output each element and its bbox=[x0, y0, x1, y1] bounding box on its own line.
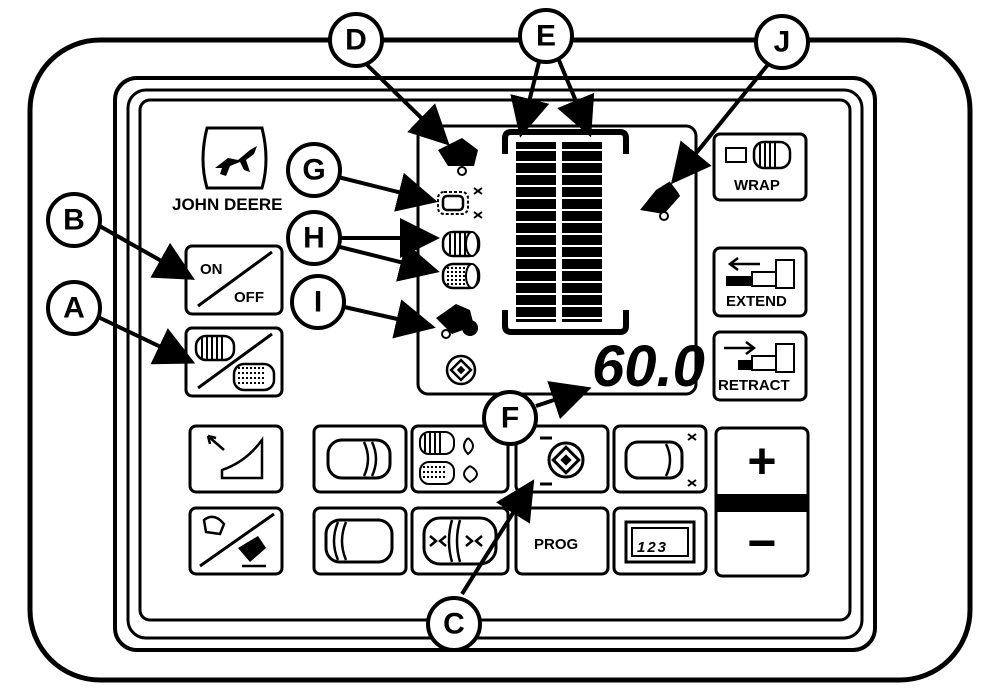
minus-button[interactable]: − bbox=[716, 512, 808, 576]
svg-text:I: I bbox=[314, 286, 322, 319]
minus-label: − bbox=[747, 515, 776, 571]
bale-counter-button[interactable]: 123 bbox=[612, 506, 708, 576]
callout-j: J bbox=[754, 14, 810, 70]
bale-type-select-button[interactable] bbox=[184, 326, 284, 398]
john-deere-logo: JOHN DEERE bbox=[172, 126, 283, 214]
svg-text:J: J bbox=[774, 26, 791, 59]
svg-text:A: A bbox=[63, 292, 85, 325]
callout-c: C bbox=[426, 596, 482, 652]
callout-i: I bbox=[290, 274, 346, 330]
faceplate bbox=[138, 98, 852, 622]
callout-leaders bbox=[95, 57, 772, 596]
bale-size-button[interactable] bbox=[312, 424, 408, 494]
counter-label: 123 bbox=[637, 539, 668, 556]
prog-button[interactable]: PROG bbox=[514, 506, 610, 576]
wrap-label: WRAP bbox=[734, 177, 780, 194]
menu-select-button[interactable] bbox=[514, 424, 610, 494]
wrap-button[interactable]: WRAP bbox=[712, 132, 808, 202]
tailgate-adjust-button[interactable] bbox=[188, 424, 284, 494]
extend-button[interactable]: EXTEND bbox=[712, 246, 808, 318]
retract-label: RETRACT bbox=[718, 377, 790, 394]
off-label: OFF bbox=[234, 289, 264, 306]
retract-button[interactable]: RETRACT bbox=[712, 330, 808, 402]
left-bale-bar bbox=[516, 142, 556, 322]
callout-h: H bbox=[286, 210, 342, 266]
tailgate-icon bbox=[640, 179, 683, 221]
wrap-count-button[interactable] bbox=[410, 424, 510, 494]
callout-a: A bbox=[46, 280, 102, 336]
callout-g: G bbox=[286, 142, 342, 198]
callout-d: D bbox=[328, 12, 384, 68]
housing-inner-bezel bbox=[126, 88, 864, 640]
twine-wrap-bale-icon bbox=[441, 262, 481, 290]
svg-text:C: C bbox=[443, 608, 465, 641]
deer-icon bbox=[201, 126, 268, 190]
bale-shape-indicator-icon bbox=[437, 187, 483, 219]
digital-readout: 60.0 bbox=[592, 334, 705, 399]
extend-label: EXTEND bbox=[726, 293, 787, 310]
plus-label: + bbox=[747, 433, 776, 489]
callout-e: E bbox=[518, 8, 574, 64]
callout-f: F bbox=[482, 390, 538, 446]
on-off-button[interactable]: ON OFF bbox=[184, 244, 284, 316]
lcd-display: 60.0 bbox=[416, 124, 705, 399]
plus-button[interactable]: + bbox=[716, 428, 808, 494]
gate-symbol-icon bbox=[445, 354, 477, 386]
svg-text:D: D bbox=[345, 24, 367, 57]
callout-b: B bbox=[46, 192, 102, 248]
svg-text:B: B bbox=[63, 204, 85, 237]
svg-text:G: G bbox=[302, 154, 325, 187]
bale-eject-icon bbox=[436, 304, 478, 339]
bale-density-button[interactable] bbox=[312, 506, 408, 576]
net-wrap-bale-icon bbox=[441, 230, 481, 258]
housing-bezel bbox=[113, 76, 877, 652]
prog-label: PROG bbox=[534, 536, 578, 553]
right-bale-bar bbox=[562, 142, 602, 322]
brand-name: JOHN DEERE bbox=[172, 195, 283, 214]
on-label: ON bbox=[200, 261, 223, 278]
svg-text:F: F bbox=[501, 402, 519, 435]
svg-text:H: H bbox=[303, 222, 325, 255]
svg-text:E: E bbox=[536, 20, 556, 53]
plus-minus-rocker bbox=[714, 426, 810, 578]
bale-shape-button[interactable] bbox=[612, 424, 708, 494]
pickup-override-button[interactable] bbox=[188, 506, 284, 576]
